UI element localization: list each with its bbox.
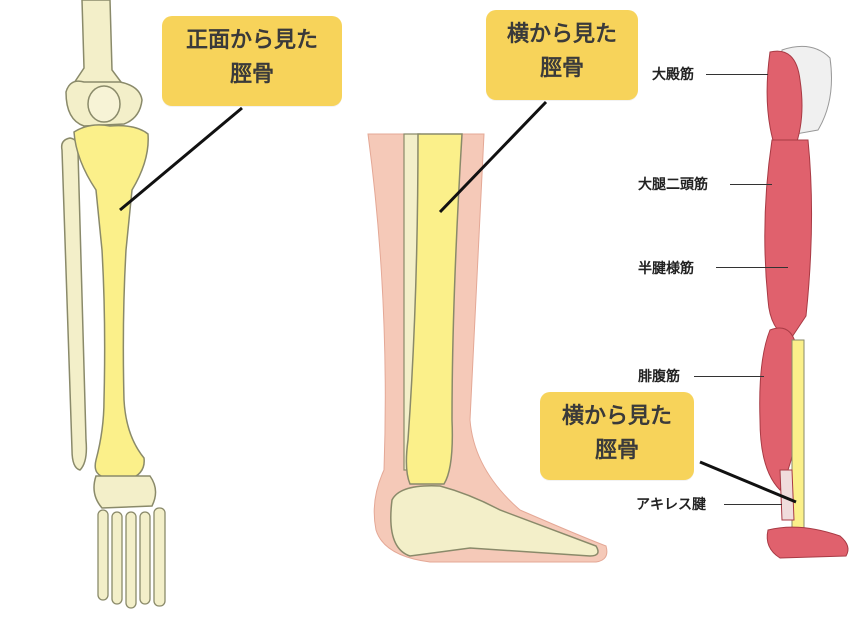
side-leader-line <box>438 100 548 214</box>
achilles-tendon <box>779 469 795 521</box>
muscle-leader-line <box>699 460 797 504</box>
side-leg <box>367 133 608 563</box>
thigh-muscles <box>764 139 813 341</box>
tibia-front <box>73 124 149 481</box>
front-callout-line1: 正面から見た <box>185 28 318 53</box>
muscle-label-gluteus: 大殿筋 <box>652 67 694 83</box>
muscle-leader-gluteus <box>706 74 768 75</box>
side-callout-line1: 横から見た <box>506 22 617 47</box>
foot-muscle-view <box>766 526 849 559</box>
front-leg-skeleton <box>60 0 166 609</box>
toes <box>97 507 166 609</box>
muscle-label-gastrocnemius: 腓腹筋 <box>638 369 680 385</box>
gluteus-maximus <box>766 50 803 151</box>
muscle-view-tibia-callout: 横から見た 脛骨 <box>540 392 694 480</box>
muscle-label-semitendinosus: 半腱様筋 <box>638 261 694 277</box>
front-view-tibia-callout: 正面から見た 脛骨 <box>162 16 342 106</box>
fibula <box>60 137 88 471</box>
tibia-side <box>405 133 463 485</box>
muscle-leader-biceps-femoris <box>730 184 772 185</box>
muscle-leader-gastrocnemius <box>694 376 764 377</box>
foot-bones-side <box>390 485 599 557</box>
side-view-tibia-callout: 横から見た 脛骨 <box>486 10 638 100</box>
front-callout-line2: 脛骨 <box>229 62 274 87</box>
side-callout-line2: 脛骨 <box>539 56 584 81</box>
muscle-label-achilles: アキレス腱 <box>636 497 706 513</box>
tarsals <box>93 475 157 509</box>
muscle-label-biceps-femoris: 大腿二頭筋 <box>638 177 708 193</box>
front-leader-line <box>119 106 243 212</box>
muscle-callout-line2: 脛骨 <box>594 438 639 463</box>
muscle-leg <box>759 45 849 559</box>
patella <box>87 85 121 123</box>
muscle-leader-achilles <box>724 504 782 505</box>
muscle-callout-line1: 横から見た <box>561 404 672 429</box>
muscle-leader-semitendinosus <box>716 267 788 268</box>
